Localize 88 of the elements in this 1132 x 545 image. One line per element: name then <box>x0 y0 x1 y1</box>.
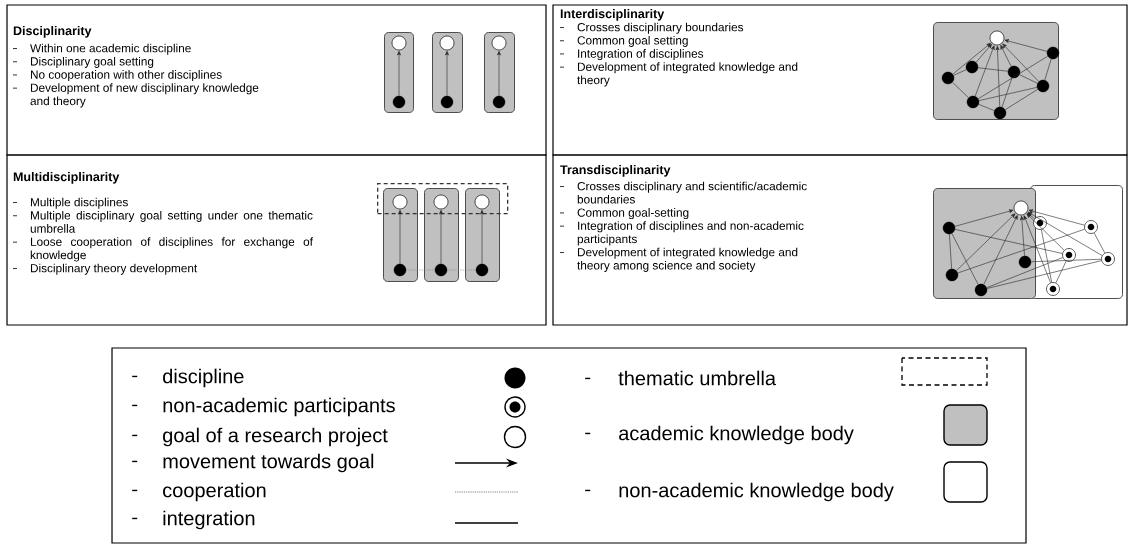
connecting-line <box>954 229 1063 254</box>
connecting-line <box>1044 58 1052 81</box>
arrow <box>983 215 1018 285</box>
list-item: No cooperation with other disciplines <box>12 70 222 82</box>
panel-heading: Interdisciplinarity <box>560 9 665 21</box>
connecting-line <box>957 228 1085 274</box>
legend-label: thematic umbrella <box>584 370 776 386</box>
panel <box>552 4 1128 156</box>
participant-circle <box>1046 282 1060 296</box>
goal-circle <box>491 35 507 51</box>
panel-heading: Multidisciplinarity <box>13 172 120 184</box>
connecting-line <box>952 82 969 98</box>
list-item: Multiple disciplines <box>12 197 128 209</box>
legend-label: movement towards goal <box>131 453 374 473</box>
goal-circle <box>392 194 408 210</box>
umbrella-box <box>377 183 509 215</box>
arrow <box>975 43 992 63</box>
panel <box>552 154 1128 326</box>
legend-label: goal of a research project <box>131 427 388 447</box>
arrow <box>995 45 1001 108</box>
list-item: Crosses disciplinary and scientific/academic boundaries <box>559 181 807 204</box>
goal-circle <box>391 35 407 51</box>
connecting-line <box>977 67 1009 72</box>
arrow <box>1000 45 1012 67</box>
arrow <box>480 209 484 265</box>
connecting-line <box>1093 232 1106 254</box>
participant-circle <box>1033 216 1047 230</box>
arrow <box>974 45 995 97</box>
participant-circle <box>1101 252 1115 266</box>
connecting-line <box>978 55 1048 100</box>
arrow <box>398 209 402 265</box>
panel <box>6 4 547 156</box>
legend-label: non-academic participants <box>131 397 395 417</box>
connecting-line <box>953 69 967 76</box>
list-item: Disciplinary goal setting <box>12 56 154 68</box>
list-item: Within one academic discipline <box>12 43 191 55</box>
list-item: Integration of disciplines and non-academic participants <box>559 221 804 246</box>
list-item: Development of new disciplinary knowledge and theory <box>12 83 259 108</box>
arrow <box>952 42 991 75</box>
arrow <box>397 50 401 97</box>
panel <box>6 154 547 326</box>
arrow <box>1026 213 1065 251</box>
panel-heading: Transdisciplinarity <box>560 165 671 177</box>
arrow <box>956 213 1016 271</box>
connecting-line <box>986 257 1063 288</box>
connecting-line <box>1041 229 1052 283</box>
list-item: Loose cooperation of disciplines for exchange of knowledge <box>12 237 313 262</box>
goal-circle <box>989 30 1005 46</box>
list-item: Crosses disciplinary boundaries <box>559 22 744 34</box>
connecting-line <box>949 233 952 270</box>
connecting-line <box>986 260 1102 289</box>
arrow <box>1028 209 1085 226</box>
list-item: Common goal setting <box>559 35 688 47</box>
list-item: Disciplinary theory development <box>12 263 198 275</box>
arrow <box>1023 215 1051 283</box>
legend-label: non-academic knowledge body <box>584 482 894 502</box>
goal-circle <box>1013 200 1029 216</box>
list-item: Common goal-setting <box>559 208 689 220</box>
arrow <box>439 209 443 265</box>
arrow <box>497 50 501 97</box>
connecting-line <box>1004 89 1039 110</box>
arrow <box>1020 215 1025 257</box>
list-item: Development of integrated knowledge and theory among science and society <box>559 247 798 272</box>
connecting-line <box>978 104 995 111</box>
arrow <box>1002 43 1039 82</box>
arrow <box>1027 211 1103 256</box>
arrow <box>445 50 449 97</box>
legend-label: integration <box>131 510 255 530</box>
panel-heading: Disciplinarity <box>13 26 92 38</box>
connecting-line <box>1019 74 1038 84</box>
list-item: Development of integrated knowledge and theory <box>559 62 798 87</box>
arrow <box>1004 39 1048 52</box>
participant-circle <box>1062 248 1076 262</box>
legend-label: academic knowledge body <box>584 425 854 445</box>
list-item: Multiple disciplinary goal setting under one thematic umbrella <box>12 210 313 233</box>
goal-circle <box>439 35 455 51</box>
legend-label: discipline <box>131 368 244 388</box>
connecting-line <box>978 87 1038 101</box>
connecting-line <box>1030 258 1102 263</box>
goal-circle <box>474 194 490 210</box>
arrow <box>954 209 1014 227</box>
participant-circle <box>1084 220 1098 234</box>
list-item: Integration of disciplines <box>559 49 704 61</box>
goal-circle <box>433 194 449 210</box>
connecting-line <box>1055 260 1067 284</box>
connecting-line <box>1001 77 1013 108</box>
connecting-line <box>951 233 979 285</box>
legend-label: cooperation <box>131 482 266 502</box>
